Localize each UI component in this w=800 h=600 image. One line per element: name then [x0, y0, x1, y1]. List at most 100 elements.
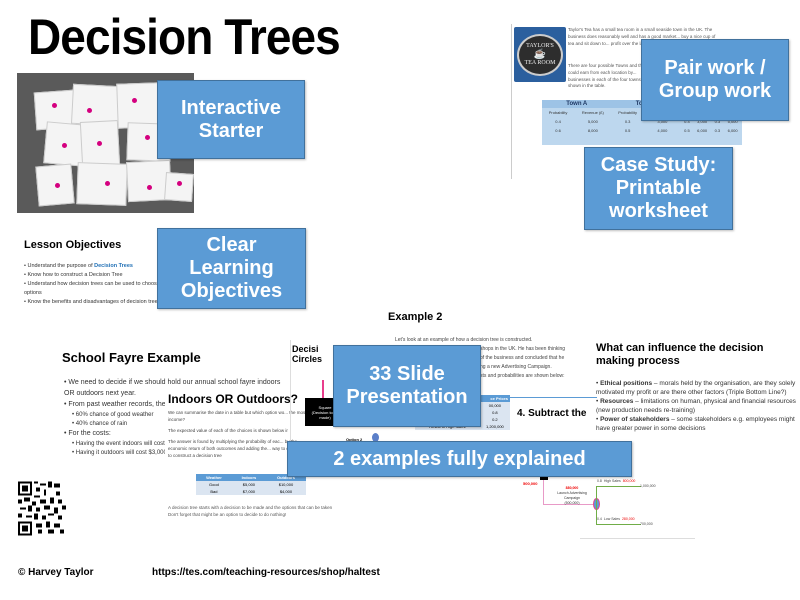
list-item: Ethical positions – morals held by the o…: [596, 379, 796, 397]
list-item: • Having the event indoors will cost $2,: [72, 440, 175, 447]
decision-square: [540, 475, 548, 480]
list-item: • Having it outdoors will cost $3,000: [72, 450, 167, 457]
case-study-paragraph-2: There are four possible Towns and the...…: [568, 63, 658, 89]
case-study-callout: Case Study: Printable worksheet: [584, 147, 733, 230]
table-row: 0.6 8,000 0.5 4,000 0.5 6,000 0.3 6,000: [542, 126, 742, 135]
decision-tree-note: A decision tree starts with a decision t…: [168, 505, 348, 519]
list-item: • We need to decide if we should hold ou…: [64, 379, 281, 397]
slide-edge-divider: [290, 340, 291, 450]
callout-line: Interactive: [180, 96, 282, 119]
cell: 0.4: [542, 117, 575, 126]
callout-line: Case Study:: [600, 154, 717, 176]
cell: 6,000: [723, 126, 742, 135]
list-item: • For the costs:: [64, 430, 111, 438]
table-header: Probability: [542, 108, 575, 117]
callout-line: Pair work /: [664, 57, 766, 79]
cell: $10,000: [265, 481, 306, 488]
table-row: Good $5,000 $10,000: [196, 481, 306, 488]
paragraph: We can summarise the date in a table but…: [168, 410, 307, 422]
list-item: Resources – limitations on human, physic…: [596, 397, 796, 415]
callout-line: worksheet: [609, 200, 708, 222]
cell: 0.3: [611, 117, 644, 126]
callout-line: Clear: [206, 234, 257, 256]
tree-branch-line: [596, 486, 641, 487]
note-line: Don't forget that might be an option to …: [168, 511, 287, 517]
low-sales-branch: 0.4 Low Sales 280,000: [597, 517, 635, 521]
text-line: Let's look at an example of how a decisi…: [395, 337, 533, 343]
table-header: Outdoors: [265, 474, 306, 481]
list-item: Understand the purpose of Decision Trees: [24, 262, 184, 271]
high-sales-branch: 0.8 High Sales 800,000: [597, 479, 636, 483]
table-row: Bad $7,000 $4,000: [196, 488, 306, 495]
cell: 0.6: [542, 126, 575, 135]
school-fayre-bullets: • We need to decide if we should hold ou…: [64, 378, 284, 459]
cell: 5,000: [723, 117, 742, 126]
influence-list: Ethical positions – morals held by the o…: [596, 379, 796, 434]
tree-branch-line: [322, 380, 324, 412]
learning-objectives-callout: Clear Learning Objectives: [157, 228, 306, 309]
table-header: Probability: [611, 108, 644, 117]
high-sales-result: 1,000,000: [640, 484, 656, 488]
school-fayre-title: School Fayre Example: [62, 350, 201, 365]
list-item: Know how to construct a Decision Tree: [24, 271, 184, 280]
chance-circle-icon: [372, 433, 379, 442]
list-item: • From past weather records, there is: [64, 400, 179, 408]
influence-title: What can influence the decision making p…: [596, 342, 764, 368]
indoors-outdoors-title: Indoors OR Outdoors?: [168, 392, 298, 406]
option-label: Option 2: [346, 437, 363, 442]
tree-branch-line: [596, 524, 641, 525]
cell: 3,000: [643, 117, 682, 126]
lesson-objectives-list: Understand the purpose of Decision Trees…: [24, 262, 184, 307]
cell: $7,000: [231, 488, 266, 495]
launch-campaign-label: 880,000 Launch Advertising Campaign (500…: [557, 486, 587, 505]
cell: 5,000: [574, 117, 612, 126]
text-line: ng a new Advertising Campaign.: [480, 364, 552, 370]
low-sales-result: 700,000: [640, 522, 653, 526]
callout-line: Learning: [189, 257, 274, 279]
teapot-icon: ☕: [533, 49, 547, 60]
table-header: Weather: [196, 474, 232, 481]
copyright-text: © Harvey Taylor: [18, 567, 94, 578]
cell: 3,000: [692, 117, 712, 126]
cell: 4,000: [643, 126, 682, 135]
cell: 0.3: [711, 126, 724, 135]
cell: 0.3: [711, 117, 724, 126]
town-group-header: Town A: [542, 100, 612, 108]
case-study-paragraph-1: Taylor's Tea has a small tea room in a s…: [568, 27, 716, 46]
shop-url-link[interactable]: https://tes.com/teaching-resources/shop/…: [152, 567, 380, 578]
table-row: 0.4 5,000 0.3 3,000 0.4 3,000 0.3 5,000: [542, 117, 742, 126]
list-item: Understand how decision trees can be use…: [24, 280, 184, 298]
list-item: Power of stakeholders – some stakeholder…: [596, 415, 796, 433]
indoors-outdoors-text: We can summarise the date in a table but…: [168, 410, 308, 460]
callout-line: Starter: [198, 119, 264, 142]
tea-room-logo: TAYLOR'S ☕ TEA ROOM: [514, 27, 566, 82]
qr-code-icon[interactable]: [18, 481, 68, 536]
note-line: A decision tree starts with a decision t…: [168, 505, 333, 510]
interactive-starter-callout: Interactive Starter: [157, 80, 305, 159]
callout-line: Group work: [658, 80, 772, 102]
slide-edge-divider: [511, 24, 512, 179]
slide-edge-divider: [580, 538, 695, 539]
paragraph: The answer is found by multiplying the p…: [168, 438, 305, 458]
subtract-title: 4. Subtract the: [517, 408, 587, 419]
list-item: Know the benefits and disadvantages of d…: [24, 298, 184, 307]
examples-callout: 2 examples fully explained: [287, 441, 632, 477]
callout-line: 33 Slide: [369, 363, 445, 385]
text-line: of the business and concluded that he: [480, 355, 565, 361]
table-header: Revenue (£): [574, 108, 612, 117]
cell: Good: [196, 481, 232, 488]
text-line: shops in the UK. He has been thinking: [480, 346, 566, 352]
cell: $4,000: [265, 488, 306, 495]
pair-work-callout: Pair work / Group work: [641, 39, 789, 121]
list-item: • 40% chance of rain: [72, 420, 128, 427]
tree-branch-line: [596, 486, 597, 524]
list-item: • 60% chance of good weather: [72, 411, 154, 418]
callout-line: Presentation: [346, 386, 468, 408]
text-line: sts and probabilities are shown below:: [480, 373, 565, 379]
cost-label: 500,000: [523, 481, 538, 486]
callout-line: Objectives: [180, 280, 283, 302]
logo-text: TAYLOR'S: [526, 43, 554, 49]
cell: $5,000: [231, 481, 266, 488]
logo-text: TEA ROOM: [524, 60, 556, 66]
cell: Bad: [196, 488, 232, 495]
